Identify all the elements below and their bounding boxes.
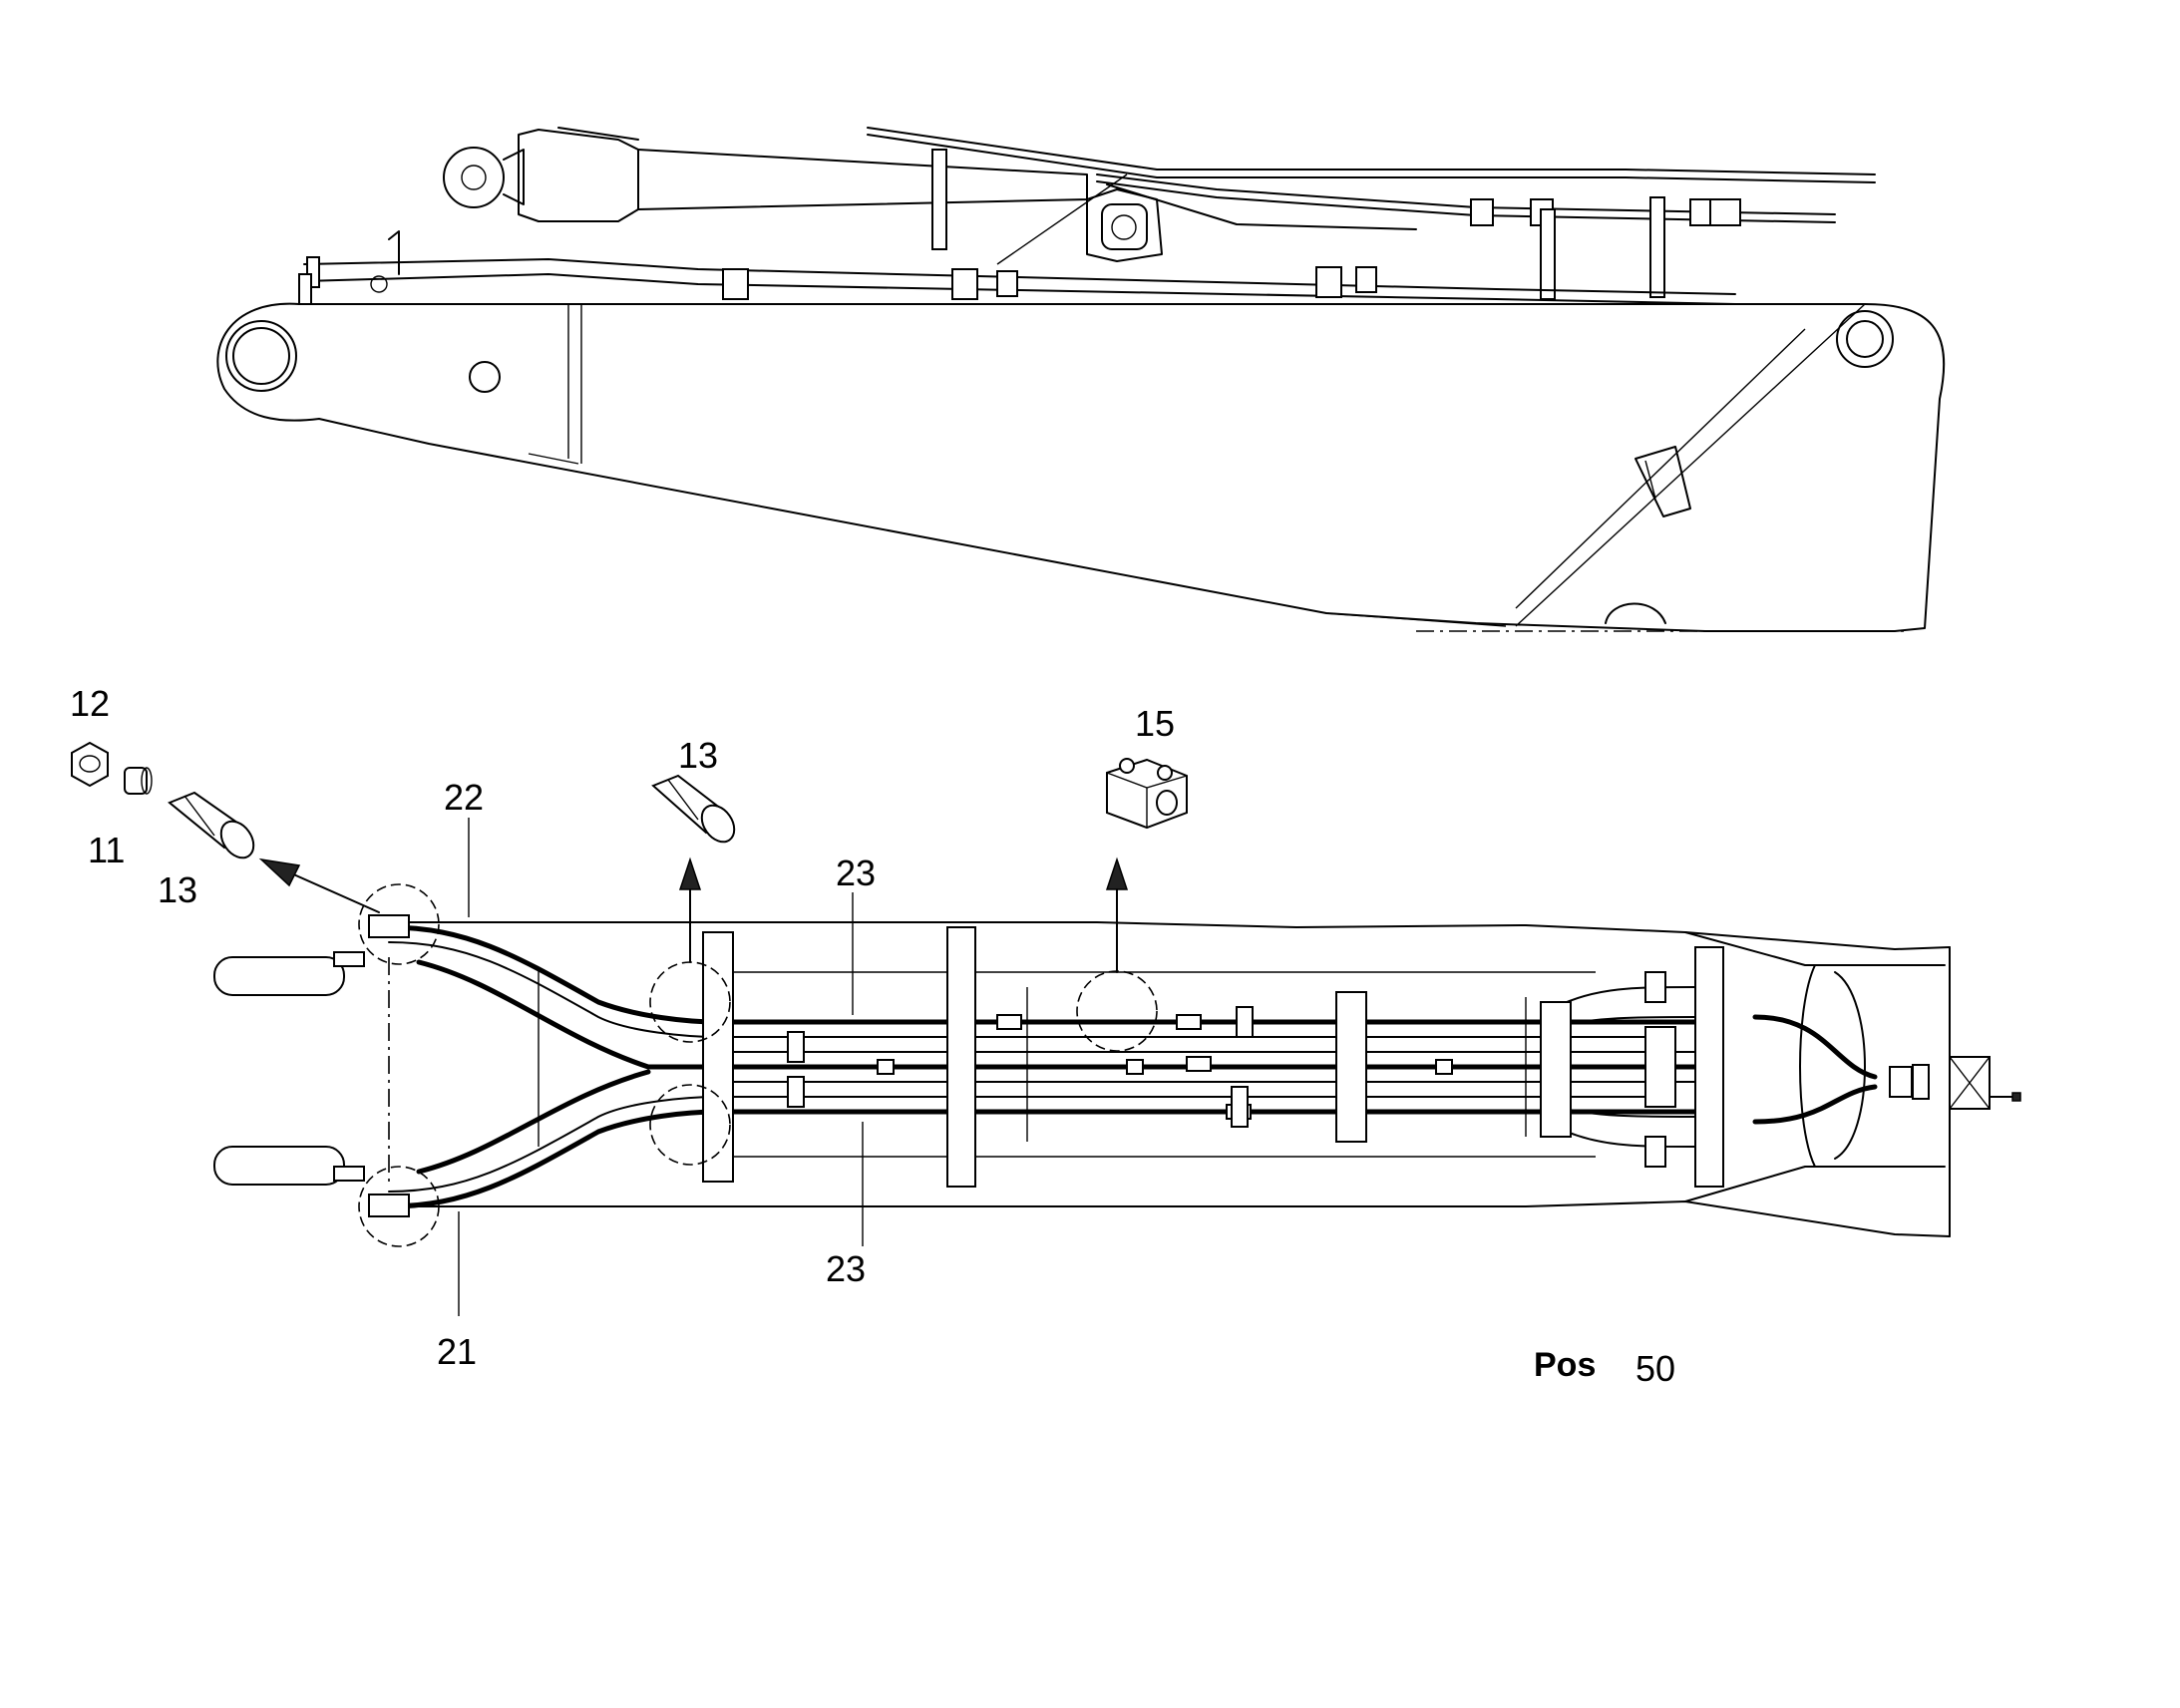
- label-13-mid: 13: [678, 735, 718, 776]
- hose-clamps: [787, 1006, 1453, 1128]
- label-13-left: 13: [158, 869, 197, 910]
- exploded-parts: [71, 741, 1188, 859]
- hose-fitting-icon-2: [651, 774, 736, 844]
- arrows: [258, 856, 1129, 973]
- label-11: 11: [88, 830, 125, 870]
- label-15: 15: [1135, 703, 1175, 744]
- cross-plate-2: [946, 926, 976, 1188]
- pos-number: 50: [1635, 1348, 1675, 1389]
- cross-plate-4: [1694, 946, 1724, 1188]
- label-23-top: 23: [836, 853, 876, 893]
- hex-nut-icon: [71, 741, 109, 788]
- cross-plate-3: [1335, 991, 1367, 1143]
- part-labels: 12 11 13 22 13 15 23 23 21 Pos 50: [70, 683, 1675, 1389]
- label-23-bottom: 23: [826, 1248, 866, 1289]
- hose-fitting-icon: [168, 791, 255, 859]
- boom-plan-view: [213, 818, 2021, 1316]
- label-22: 22: [444, 777, 484, 818]
- pipe-clamp-icon: [1106, 758, 1188, 830]
- detail-circle-upper-left: [358, 883, 440, 965]
- cross-plate-1: [702, 931, 734, 1183]
- pos-label: Pos: [1534, 1346, 1596, 1384]
- detail-circle-clamp: [1076, 970, 1158, 1052]
- detail-circle-lower-left: [358, 1166, 440, 1247]
- plug-icon: [124, 767, 153, 795]
- label-21: 21: [437, 1331, 477, 1372]
- detail-circle-lower-mid: [649, 1084, 731, 1166]
- boom-side-view: [216, 127, 1946, 632]
- label-12: 12: [70, 683, 110, 724]
- electrical-connector-icon: [1889, 1056, 2021, 1110]
